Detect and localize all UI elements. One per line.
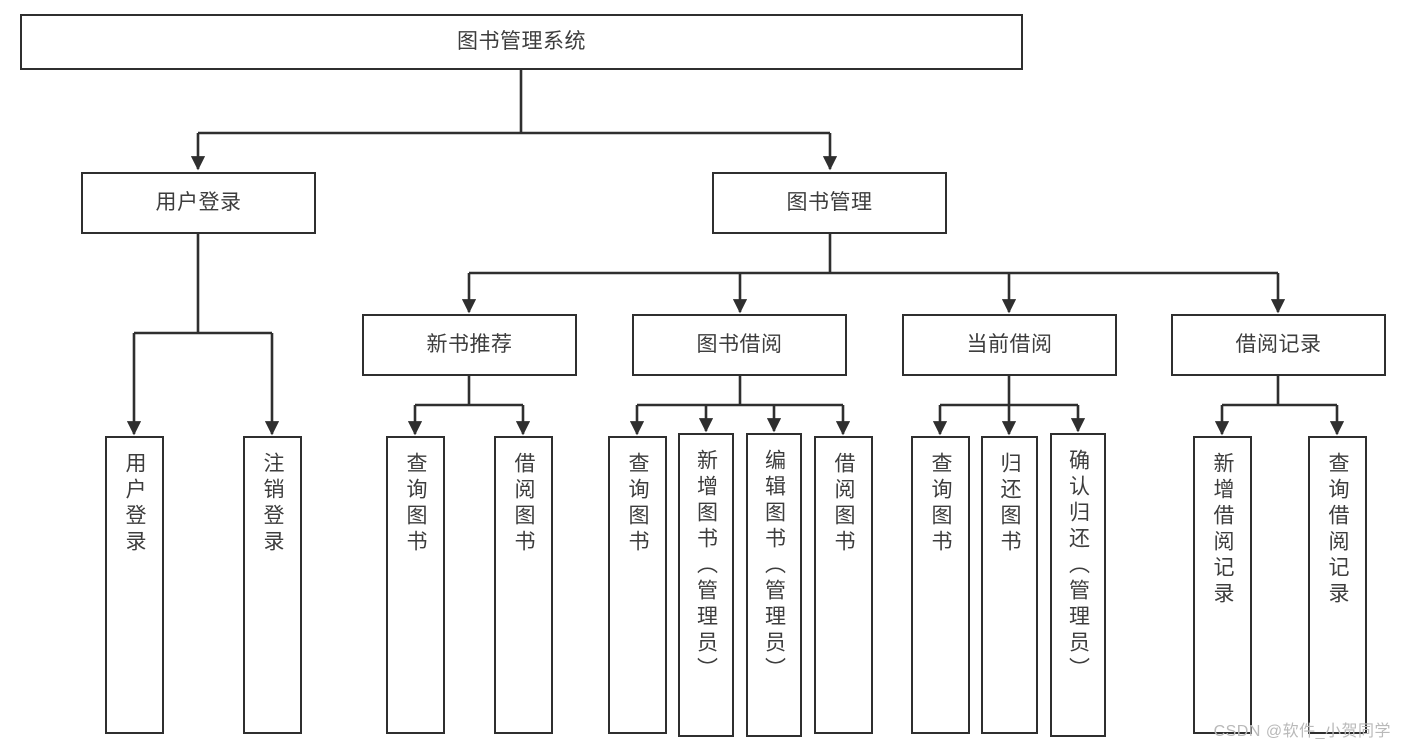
node-label: 查询图书: [404, 452, 427, 556]
leaf-borrow-edit-book[interactable]: 编辑图书（管理员）: [746, 433, 802, 737]
leaf-borrow-query-book[interactable]: 查询图书: [608, 436, 667, 734]
leaf-record-query-record[interactable]: 查询借阅记录: [1308, 436, 1367, 734]
node-current-borrow[interactable]: 当前借阅: [902, 314, 1117, 376]
node-label: 用户登录: [155, 190, 242, 214]
node-label: 图书管理: [786, 190, 873, 214]
leaf-user-login-logout[interactable]: 注销登录: [243, 436, 302, 734]
node-label: 新书推荐: [426, 332, 513, 356]
csdn-watermark: CSDN @软件_小贺同学: [1213, 723, 1391, 740]
node-label: 新增借阅记录: [1211, 452, 1234, 608]
node-label: 借阅图书: [832, 452, 855, 556]
node-book-borrow[interactable]: 图书借阅: [632, 314, 847, 376]
node-root-system[interactable]: 图书管理系统: [20, 14, 1023, 70]
node-new-book-recommend[interactable]: 新书推荐: [362, 314, 577, 376]
node-label: 新增图书（管理员）: [694, 449, 718, 683]
node-label: 用户登录: [123, 452, 146, 556]
node-user-login[interactable]: 用户登录: [81, 172, 316, 234]
leaf-current-return-book[interactable]: 归还图书: [981, 436, 1038, 734]
node-borrow-record[interactable]: 借阅记录: [1171, 314, 1386, 376]
node-label: 查询图书: [626, 452, 649, 556]
leaf-borrow-borrow-book[interactable]: 借阅图书: [814, 436, 873, 734]
node-label: 确认归还（管理员）: [1066, 449, 1090, 683]
node-label: 图书借阅: [696, 332, 783, 356]
node-label: 图书管理系统: [457, 29, 586, 53]
node-label: 归还图书: [998, 452, 1021, 556]
leaf-current-query-book[interactable]: 查询图书: [911, 436, 970, 734]
leaf-new-book-query[interactable]: 查询图书: [386, 436, 445, 734]
node-label: 查询借阅记录: [1326, 452, 1349, 608]
leaf-user-login-login[interactable]: 用户登录: [105, 436, 164, 734]
node-label: 编辑图书（管理员）: [762, 449, 786, 683]
node-label: 注销登录: [261, 452, 284, 556]
node-label: 借阅图书: [512, 452, 535, 556]
node-label: 查询图书: [929, 452, 952, 556]
node-label: 当前借阅: [966, 332, 1053, 356]
node-book-management[interactable]: 图书管理: [712, 172, 947, 234]
leaf-new-book-borrow[interactable]: 借阅图书: [494, 436, 553, 734]
leaf-record-add-record[interactable]: 新增借阅记录: [1193, 436, 1252, 734]
leaf-borrow-add-book[interactable]: 新增图书（管理员）: [678, 433, 734, 737]
node-label: 借阅记录: [1235, 332, 1322, 356]
leaf-current-confirm-return[interactable]: 确认归还（管理员）: [1050, 433, 1106, 737]
